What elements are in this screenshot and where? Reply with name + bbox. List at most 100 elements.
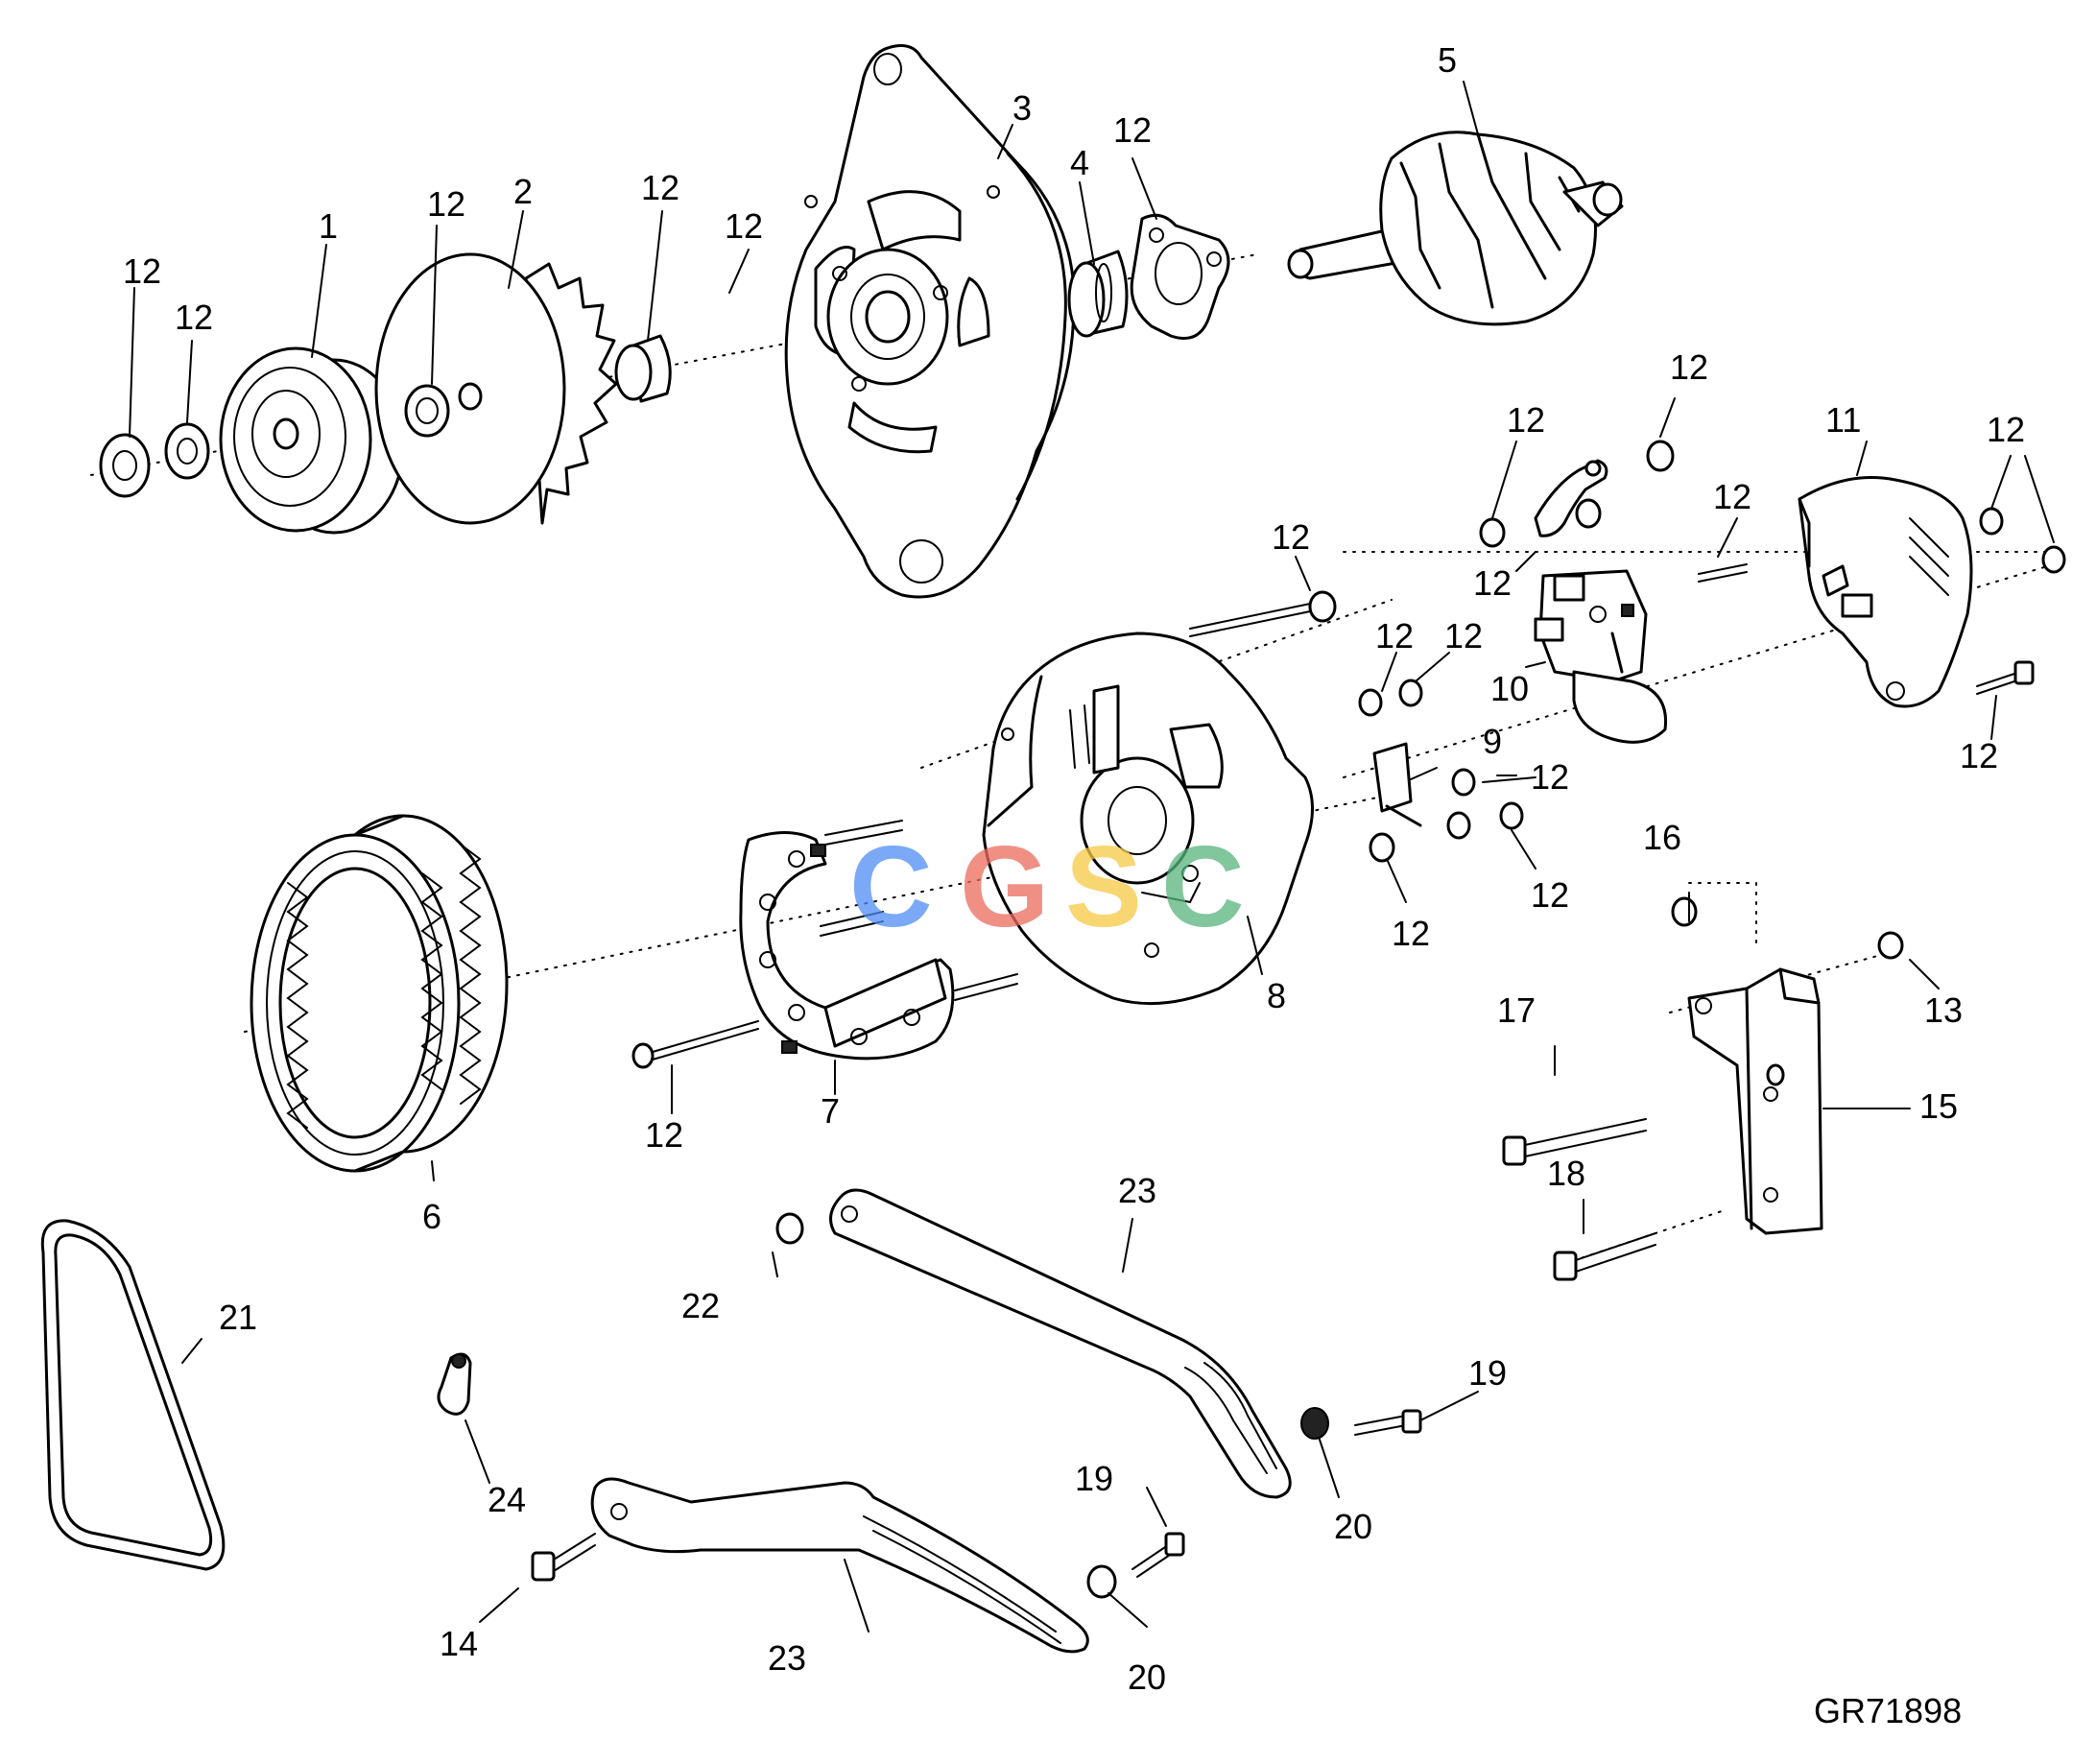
watermark-letter: G [960,822,1049,951]
callout-23-lower: 23 [768,1638,806,1678]
callout-13: 13 [1924,990,1963,1030]
fan [374,252,618,525]
stator [250,814,509,1173]
callout-15: 15 [1919,1086,1958,1126]
washer [1451,768,1476,797]
washer [1979,507,2004,536]
callout-12: 12 [1960,736,1998,775]
watermark: C G S C [849,822,1245,951]
bearing [1067,250,1129,338]
nut-16 [1671,896,1698,927]
drive-end-housing [784,44,1076,599]
leader-lines [129,81,2055,1633]
callout-19-lower: 19 [1075,1459,1113,1498]
callout-12: 12 [1473,563,1512,603]
slip-ring-end-housing [982,632,1314,1006]
stud-upper [1189,602,1316,637]
callout-12: 12 [641,168,679,207]
adjusting-strap-upper [829,1188,1292,1499]
callout-12: 12 [1507,400,1545,440]
washer-20-upper [1300,1407,1329,1440]
callout-12: 12 [1392,914,1430,953]
callout-9: 9 [1483,722,1502,761]
washer [1499,801,1524,830]
bolt-19-upper [1354,1409,1422,1436]
callout-1: 1 [319,206,338,246]
wire-clip [437,1352,472,1416]
through-bolt [631,1020,759,1069]
callout-12: 12 [1670,347,1708,387]
drive-belt [40,1219,226,1571]
callout-14: 14 [440,1624,478,1663]
bolt-19-lower [1131,1532,1185,1578]
pulley-washer [164,422,210,480]
nut [1308,590,1337,623]
callout-12: 12 [645,1115,683,1155]
washer-22 [775,1212,804,1245]
nut [1446,811,1471,840]
terminal-bracket [1372,742,1422,827]
callout-5: 5 [1438,40,1457,80]
washer-20-lower [1086,1564,1117,1599]
nut [1646,440,1675,472]
callout-12: 12 [1375,616,1414,656]
callout-10: 10 [1490,669,1529,708]
callout-19-upper: 19 [1468,1353,1507,1393]
callout-6: 6 [422,1197,441,1236]
bolts [531,563,2035,1582]
rotor [1287,131,1624,326]
nut [2041,545,2066,574]
rectifier [739,831,955,1061]
mounting-bracket [1687,967,1823,1235]
figure-reference: GR71898 [1814,1691,1962,1730]
callout-12: 12 [1444,616,1483,656]
callout-labels: 1 2 3 4 5 6 7 8 9 10 11 13 14 15 16 17 1… [123,40,2025,1730]
stud-cover [1698,563,2035,695]
callout-17: 17 [1497,990,1536,1030]
adjusting-strap-lower [590,1477,1089,1654]
nut [1575,498,1602,529]
bracket-hole [1766,1063,1785,1086]
watermark-letter: C [1161,822,1245,951]
callout-12: 12 [725,206,763,246]
callout-20-lower: 20 [1128,1657,1166,1697]
stator-windings [286,844,482,1129]
washer-13 [1877,931,1904,960]
callout-12: 12 [427,184,465,224]
callout-4: 4 [1070,143,1089,182]
washer [1398,679,1423,707]
callout-7: 7 [821,1091,840,1131]
pulley-nut [99,433,151,498]
callout-2: 2 [513,172,533,211]
pulley [219,346,405,535]
voltage-regulator [1534,569,1668,744]
watermark-letter: S [1065,822,1142,951]
connecting-strap [1534,459,1608,537]
callout-23-upper: 23 [1118,1171,1156,1210]
bolt-17 [1502,1118,1647,1166]
callout-12: 12 [1272,517,1310,557]
callout-16: 16 [1643,818,1681,857]
callout-12: 12 [1713,477,1751,516]
callout-12: 12 [1987,410,2025,449]
callout-11: 11 [1825,400,1861,440]
nut [1369,832,1395,863]
watermark-letter: C [849,822,933,951]
bolt-14 [531,1533,596,1582]
callout-3: 3 [1012,88,1032,128]
spacer-collar [614,334,672,403]
rear-cover [1798,476,1973,708]
callout-12: 12 [1531,757,1569,797]
callout-20-upper: 20 [1334,1507,1372,1546]
nut [1358,688,1383,717]
callout-22: 22 [681,1286,720,1325]
callout-18: 18 [1547,1154,1585,1193]
callout-8: 8 [1267,976,1286,1015]
bolt-18 [1553,1232,1656,1281]
nut [1479,517,1506,548]
bearing-retainer-plate [1130,213,1230,340]
callout-12: 12 [175,298,213,337]
callout-12: 12 [1113,110,1152,150]
callout-12: 12 [123,251,161,291]
